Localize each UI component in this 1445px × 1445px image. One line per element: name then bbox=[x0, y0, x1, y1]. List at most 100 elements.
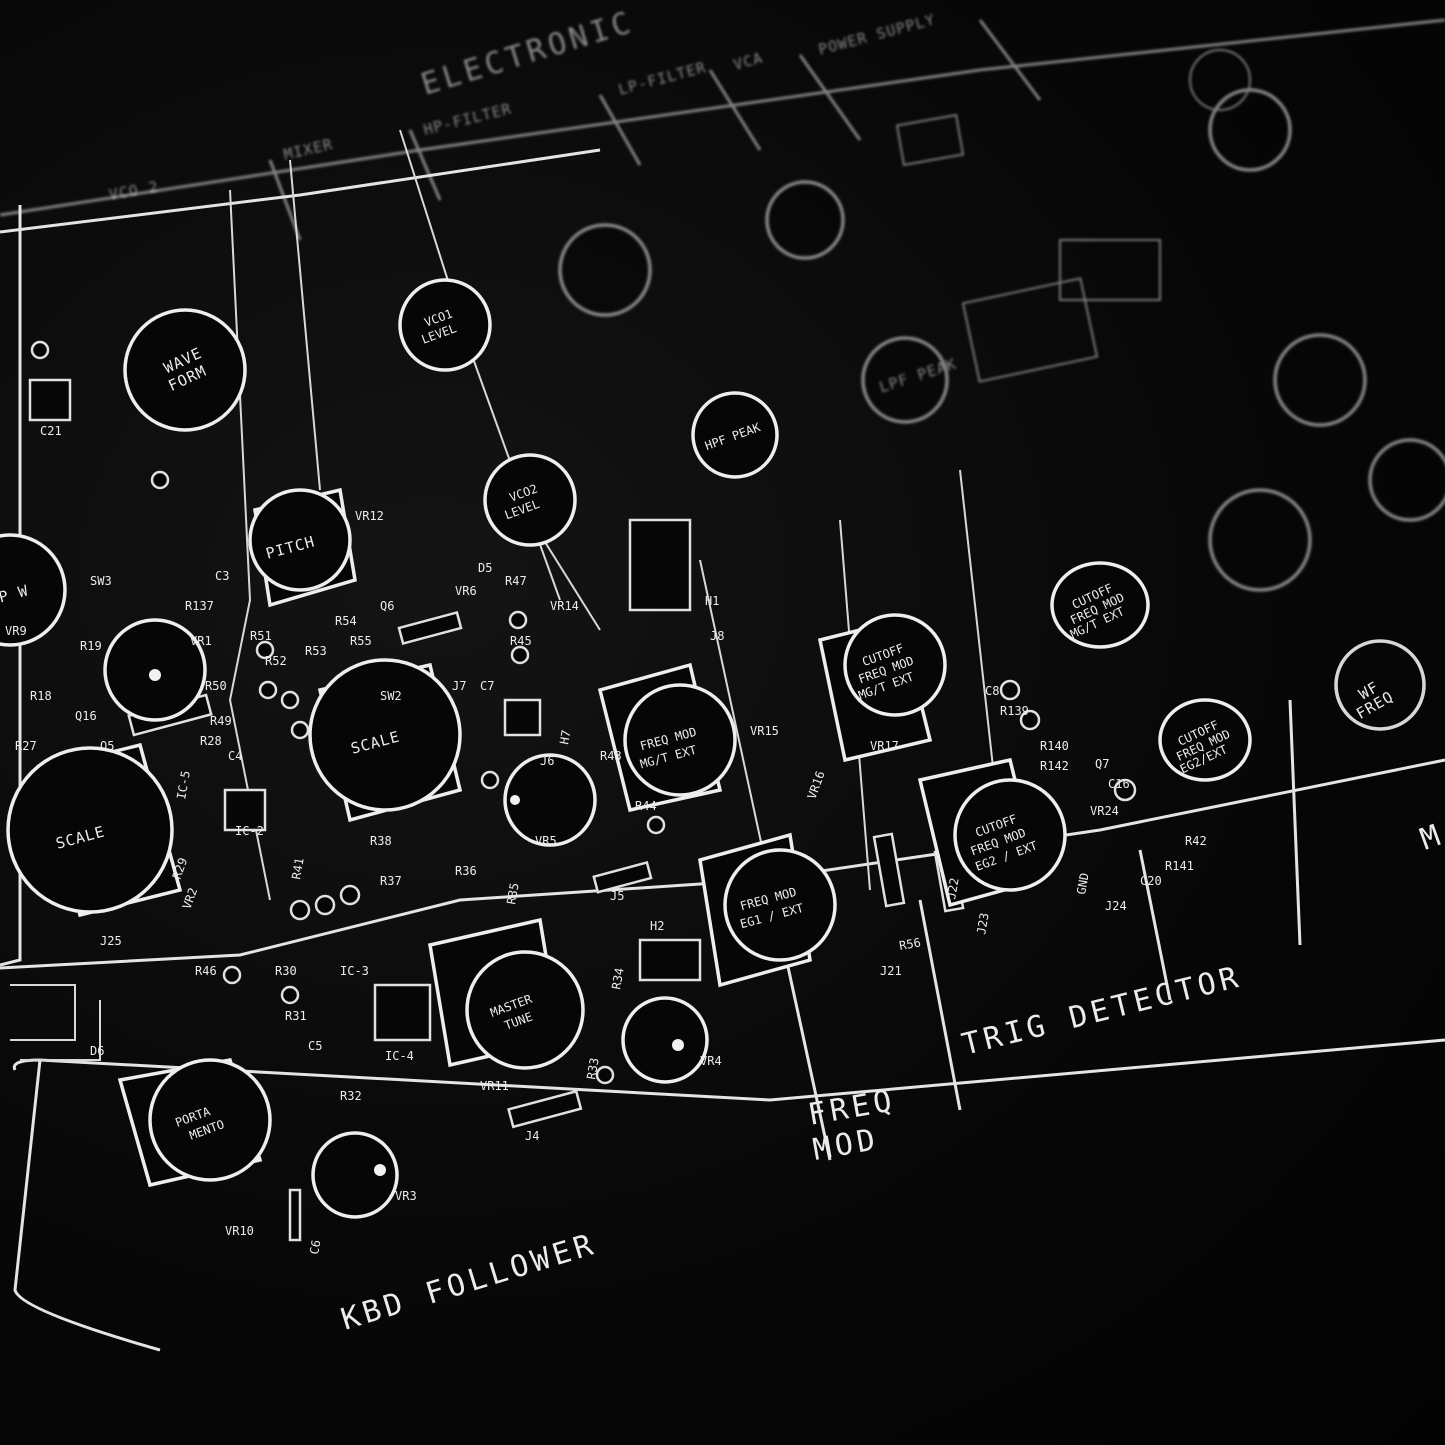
ref-label: VR24 bbox=[1090, 804, 1119, 818]
knob-vr4 bbox=[621, 996, 709, 1084]
ref-label: R140 bbox=[1040, 739, 1069, 753]
ref-label: C20 bbox=[1140, 874, 1162, 888]
ref-label: R53 bbox=[305, 644, 327, 658]
ref-label: R18 bbox=[30, 689, 52, 703]
ref-label: R44 bbox=[635, 799, 657, 813]
ref-label: VR9 bbox=[5, 624, 27, 638]
ref-label: H2 bbox=[650, 919, 664, 933]
ref-label: R43 bbox=[600, 749, 622, 763]
knob-pw: P W bbox=[0, 533, 67, 647]
ref-label: C3 bbox=[215, 569, 229, 583]
ref-label: R32 bbox=[340, 1089, 362, 1103]
knob-portamento: PORTA MENTO bbox=[117, 1057, 272, 1188]
ref-label: VR15 bbox=[750, 724, 779, 738]
ref-label: SW2 bbox=[380, 689, 402, 703]
ref-label: R36 bbox=[455, 864, 477, 878]
ref-label: J5 bbox=[610, 889, 624, 903]
ref-label: R52 bbox=[265, 654, 287, 668]
trig-detector-label: TRIG DETECTOR bbox=[958, 959, 1245, 1062]
ref-label: R29 bbox=[170, 856, 191, 881]
knob-pitch: PITCH bbox=[248, 487, 357, 608]
ref-label: C5 bbox=[308, 1039, 322, 1053]
ref-label: R55 bbox=[350, 634, 372, 648]
ref-label: R42 bbox=[1185, 834, 1207, 848]
ref-label: J6 bbox=[540, 754, 554, 768]
ref-label: VR12 bbox=[355, 509, 384, 523]
ref-label: R35 bbox=[504, 882, 522, 906]
ref-label: R49 bbox=[210, 714, 232, 728]
knob-scale-left: SCALE bbox=[6, 742, 183, 918]
ref-label: C4 bbox=[228, 749, 242, 763]
ref-label: VR16 bbox=[805, 769, 828, 801]
ref-label: J21 bbox=[880, 964, 902, 978]
ref-label: R30 bbox=[275, 964, 297, 978]
ref-label: Q7 bbox=[1095, 757, 1109, 771]
ref-label: Q16 bbox=[75, 709, 97, 723]
component-refs: VR1 VR2 VR3 VR4 VR5 VR6 VR9 VR10 VR11 VR… bbox=[5, 424, 1207, 1256]
ref-label: C6 bbox=[307, 1239, 323, 1256]
ref-label: R28 bbox=[200, 734, 222, 748]
ref-label: R54 bbox=[335, 614, 357, 628]
header-hp-filter: HP-FILTER bbox=[422, 100, 514, 139]
ref-label: SW3 bbox=[90, 574, 112, 588]
knob-vr5 bbox=[503, 753, 597, 847]
ref-label: H1 bbox=[705, 594, 719, 608]
ref-label: R46 bbox=[195, 964, 217, 978]
ref-label: C7 bbox=[480, 679, 494, 693]
ref-label: VR5 bbox=[535, 834, 557, 848]
knob-vco1-level: VCO1 LEVEL bbox=[398, 278, 492, 372]
ref-label: IC-4 bbox=[385, 1049, 414, 1063]
knob-wave-form: WAVE FORM bbox=[123, 308, 247, 432]
ref-label: H7 bbox=[557, 729, 573, 746]
knob-vr3 bbox=[311, 1131, 399, 1219]
ref-label: R137 bbox=[185, 599, 214, 613]
kbd-follower-label: KBD FOLLOWER bbox=[337, 1227, 600, 1338]
ref-label: C16 bbox=[1108, 777, 1130, 791]
ref-label: Q5 bbox=[100, 739, 114, 753]
ref-label: R34 bbox=[609, 967, 627, 991]
ref-label: R139 bbox=[1000, 704, 1029, 718]
far-board-region: LPF PEAK bbox=[0, 18, 1445, 592]
header-electronic: ELECTRONIC bbox=[417, 5, 638, 103]
ref-label: R141 bbox=[1165, 859, 1194, 873]
ref-label: R31 bbox=[285, 1009, 307, 1023]
header-power-supply: POWER SUPPLY bbox=[816, 10, 937, 59]
knob-freq-mod-mgt: FREQ MOD MG/T EXT bbox=[597, 662, 737, 813]
ref-label: VR1 bbox=[190, 634, 212, 648]
ref-label: J8 bbox=[710, 629, 724, 643]
ref-label: VR2 bbox=[180, 886, 201, 911]
ref-label: C21 bbox=[40, 424, 62, 438]
ref-label: VR11 bbox=[480, 1079, 509, 1093]
ref-label: R41 bbox=[289, 857, 307, 881]
ref-label: VR10 bbox=[225, 1224, 254, 1238]
gnd-label: GND bbox=[1074, 872, 1092, 896]
ref-label: J23 bbox=[974, 912, 992, 936]
ref-label: VR14 bbox=[550, 599, 579, 613]
ref-label: R56 bbox=[898, 935, 922, 953]
ref-label: C8 bbox=[985, 684, 999, 698]
header-vco2: VCO 2 bbox=[108, 178, 161, 204]
ref-label: R33 bbox=[584, 1057, 602, 1081]
ref-label: R27 bbox=[15, 739, 37, 753]
ref-label: IC-2 bbox=[235, 824, 264, 838]
ref-label: J4 bbox=[525, 1129, 539, 1143]
ref-label: D6 bbox=[90, 1044, 104, 1058]
ref-label: D5 bbox=[478, 561, 492, 575]
edge-partial-label: M bbox=[1416, 817, 1445, 857]
knob-cutoff-mgt: CUTOFF FREQ MOD MG/T EXT bbox=[817, 613, 947, 763]
ref-label: R19 bbox=[80, 639, 102, 653]
knob-master-tune: MASTER TUNE bbox=[428, 917, 585, 1070]
knob-freq-mod-eg1: FREQ MOD EG1 / EXT bbox=[698, 832, 837, 988]
ref-label: J25 bbox=[100, 934, 122, 948]
ref-label: IC-3 bbox=[340, 964, 369, 978]
ref-label: IC-5 bbox=[174, 770, 193, 801]
header-sections: ELECTRONIC VCO 2 MIXER HP-FILTER LP-FILT… bbox=[108, 5, 938, 204]
header-vca: VCA bbox=[731, 49, 765, 74]
ref-label: R37 bbox=[380, 874, 402, 888]
knob-scale-center: SCALE bbox=[308, 658, 463, 823]
ref-label: R47 bbox=[505, 574, 527, 588]
knob-cutoff-eg2: CUTOFF FREQ MOD EG2 / EXT bbox=[917, 757, 1067, 908]
ref-label: J7 bbox=[452, 679, 466, 693]
